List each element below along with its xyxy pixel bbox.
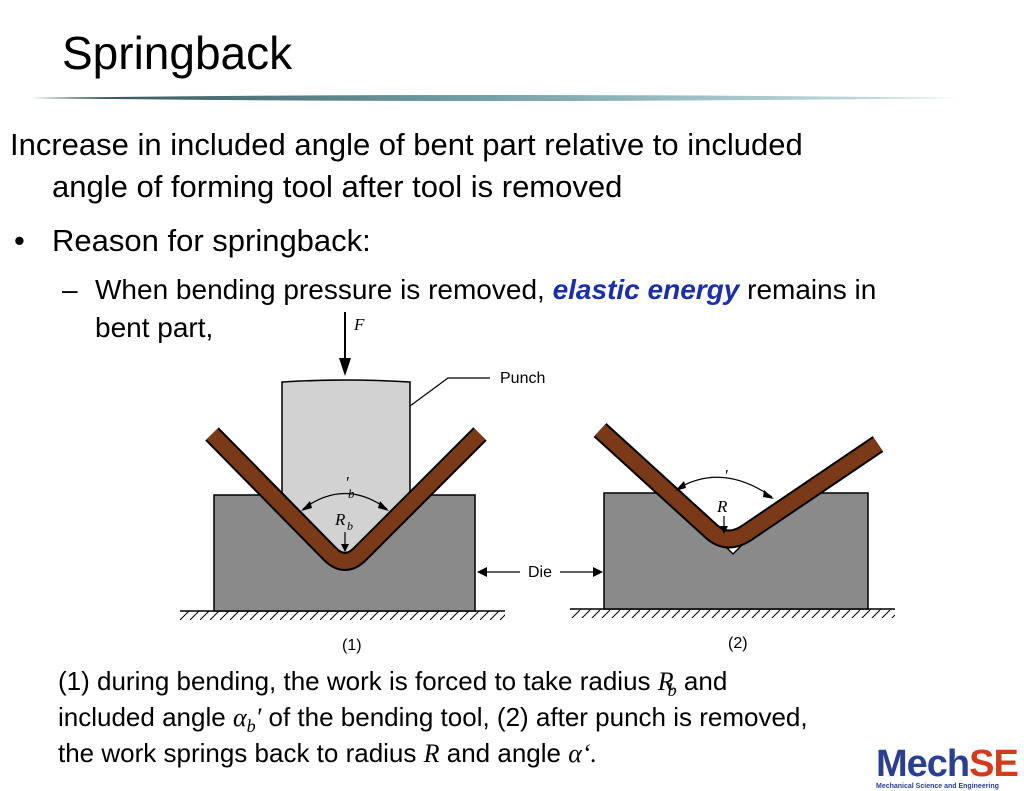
definition-line-1: Increase in included angle of bent part … [10,127,803,162]
angle-arrowhead-right-b [763,490,774,499]
elastic-energy-emphasis: elastic energy [552,274,740,305]
die-arrowhead-left [477,567,487,577]
caption-radius-r: R [423,739,440,768]
radius-arrowhead-left [341,544,349,552]
angle-label-right: ′ [724,466,728,485]
work-strip-right-fill [594,424,883,547]
caption-1-after: and [683,666,728,696]
sub-bullet-before: When bending pressure is removed, [95,274,545,305]
caption-alpha-b: α [232,703,247,732]
caption-3-end: ‘. [581,739,598,768]
ground-hatch-left [180,611,505,620]
panel-1-label: (1) [342,637,362,654]
panel-2-label: (2) [728,635,748,652]
angle-arrowhead-right-a [675,481,686,491]
caption-2-before: included angle [58,702,226,732]
caption-alpha: α [568,739,582,768]
definition-line-2: angle of forming tool after tool is remo… [52,169,623,204]
work-strip-left-fill [206,428,486,569]
logo-wordmark: MechSE [876,745,1024,783]
caption-line-2: included angle αb′ of the bending tool, … [58,702,808,738]
sub-bullet-line-1: When bending pressure is removed, elasti… [95,273,876,307]
caption-1-before: (1) during bending, the work is forced t… [58,666,651,696]
radius-arrowhead-right [720,526,728,534]
angle-arc-left [302,492,388,510]
mechse-logo: MechSE Mechanical Science and Engineerin… [876,745,1024,790]
angle-subscript-left: b [348,486,355,501]
logo-subtitle: Mechanical Science and Engineering [876,783,999,790]
caption-3-mid: and angle [446,738,561,768]
force-label: F [353,315,365,334]
angle-arc-right [676,476,773,498]
radius-label-left: R [334,510,346,529]
radius-label-right: R [716,497,728,516]
ground-hatch-right [570,609,895,618]
angle-label-left: ′ [345,473,349,492]
die-arrowhead-right [593,567,603,577]
punch-label: Punch [500,370,545,387]
caption-line-3: the work springs back to radius R and an… [58,738,597,769]
logo-se: SE [969,743,1019,785]
title-underline [30,95,960,101]
logo-mech: Mech [876,743,970,785]
caption-alpha-b-prime: ′ [255,703,262,732]
caption-radius-rb: R [657,667,674,696]
caption-alpha-b-sub: b [246,716,256,737]
punch-leader [409,377,490,407]
caption-2-after: of the bending tool, (2) after punch is … [268,702,808,732]
angle-arrowhead-left-b [378,501,389,511]
bullet-text: Reason for springback: [52,223,371,258]
die-label: Die [528,564,552,581]
caption-radius-rb-sub: b [667,680,677,701]
slide-title: Springback [62,27,293,79]
caption-line-1: (1) during bending, the work is forced t… [58,666,727,702]
sub-bullet-after: remains in [747,274,877,305]
radius-subscript-left: b [347,519,353,533]
bullet-marker: • [14,223,25,258]
die-right [603,492,869,610]
caption-3-before: the work springs back to radius [58,738,417,768]
angle-arrowhead-left-a [301,501,312,511]
sub-bullet-line-2: bent part, [95,312,214,343]
dash-marker: – [62,274,78,305]
force-arrowhead [339,358,351,376]
